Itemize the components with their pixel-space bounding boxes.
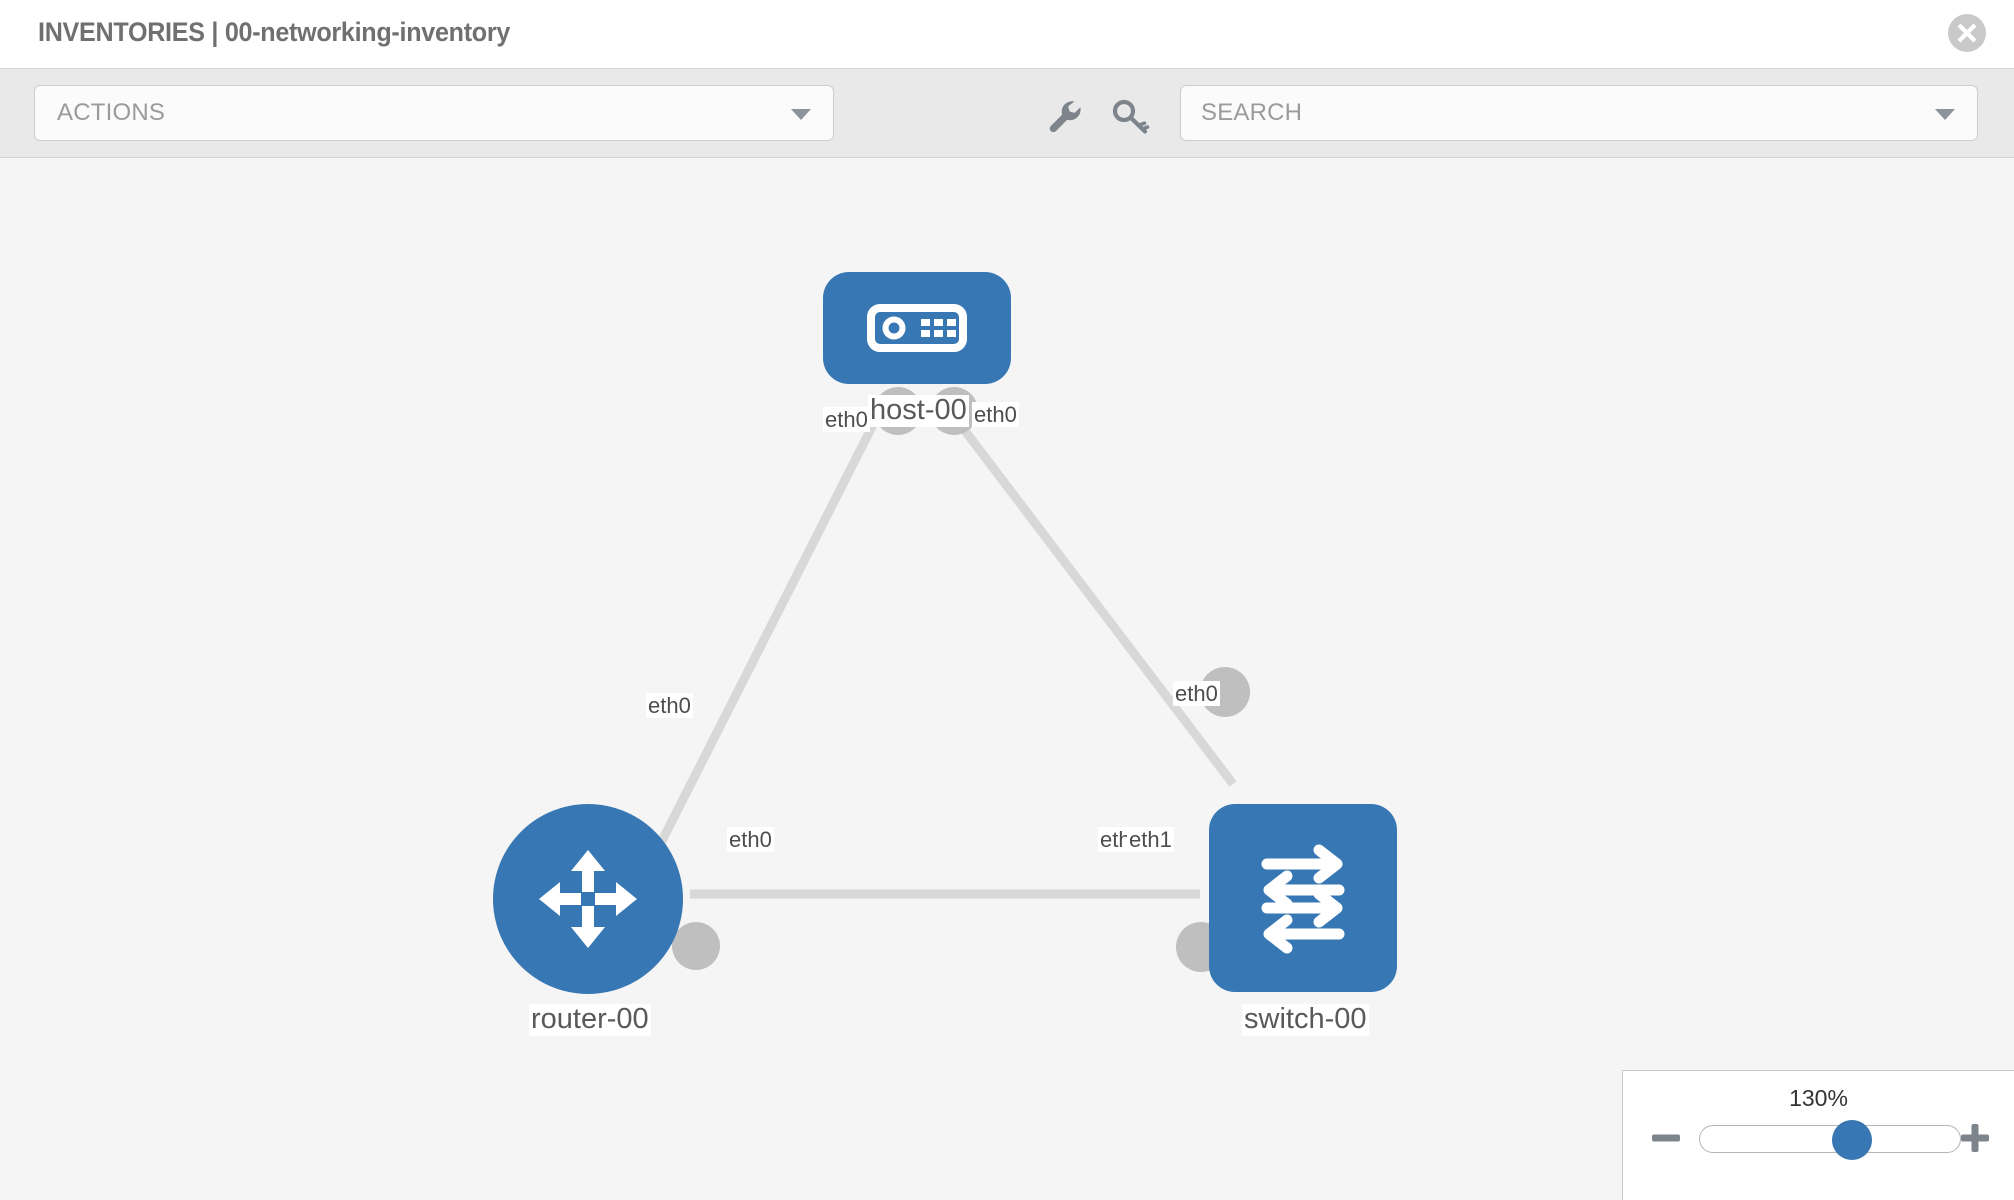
server-icon xyxy=(867,304,967,352)
page-header: INVENTORIES | 00-networking-inventory xyxy=(0,0,2014,68)
node-router-00-shape[interactable] xyxy=(493,804,683,994)
switch-icon xyxy=(1261,844,1345,954)
zoom-slider[interactable] xyxy=(1699,1120,1961,1160)
node-host-00-label: host-00 xyxy=(868,394,969,427)
zoom-slider-thumb[interactable] xyxy=(1832,1120,1872,1160)
search-placeholder: SEARCH xyxy=(1201,99,1303,126)
edge-label-router00-to-host00: eth0 xyxy=(646,693,693,719)
wrench-icon[interactable] xyxy=(1043,95,1085,137)
search-input[interactable]: SEARCH xyxy=(1180,85,1978,141)
node-switch-00[interactable]: switch-00 xyxy=(1209,804,1397,1036)
topology-edges xyxy=(630,408,1237,899)
page-title: INVENTORIES | 00-networking-inventory xyxy=(38,17,511,47)
node-switch-00-label: switch-00 xyxy=(1242,1003,1369,1036)
close-icon[interactable] xyxy=(1948,14,1986,52)
zoom-control-panel: 130% xyxy=(1622,1070,2014,1200)
zoom-in-button[interactable] xyxy=(1958,1121,1992,1155)
actions-dropdown[interactable]: ACTIONS xyxy=(34,85,834,141)
toolbar: ACTIONS SEARCH xyxy=(0,68,2014,158)
edge-label-host00-to-router00: eth0 xyxy=(823,407,870,433)
edge-host00-switch00 xyxy=(946,408,1237,787)
node-router-00[interactable]: router-00 xyxy=(493,804,683,1036)
edge-label-host00-to-switch00: eth0 xyxy=(972,402,1019,428)
chevron-down-icon[interactable] xyxy=(1935,109,1955,120)
edge-host00-router00 xyxy=(630,408,885,897)
actions-dropdown-label: ACTIONS xyxy=(57,99,166,126)
edge-label-router00-to-switch00: eth0 xyxy=(727,827,774,853)
edge-label-switch00-to-router00: eth1 xyxy=(1127,827,1174,853)
edge-label-switch00-to-host00: eth0 xyxy=(1173,681,1220,707)
zoom-level-value: 130% xyxy=(1789,1085,1848,1111)
zoom-out-button[interactable] xyxy=(1649,1121,1683,1155)
port-router00-east[interactable] xyxy=(672,922,720,970)
node-switch-00-shape[interactable] xyxy=(1209,804,1397,992)
node-router-00-label: router-00 xyxy=(529,1003,651,1036)
node-host-00[interactable]: host-00 xyxy=(823,272,1011,427)
edge-label-switch00-underlay: eth xyxy=(1098,827,1133,853)
topology-canvas[interactable]: host-00 router-00 xyxy=(0,159,2014,1200)
router-icon xyxy=(539,850,637,948)
node-host-00-shape[interactable] xyxy=(823,272,1011,384)
key-icon[interactable] xyxy=(1110,95,1152,137)
chevron-down-icon xyxy=(791,109,811,120)
